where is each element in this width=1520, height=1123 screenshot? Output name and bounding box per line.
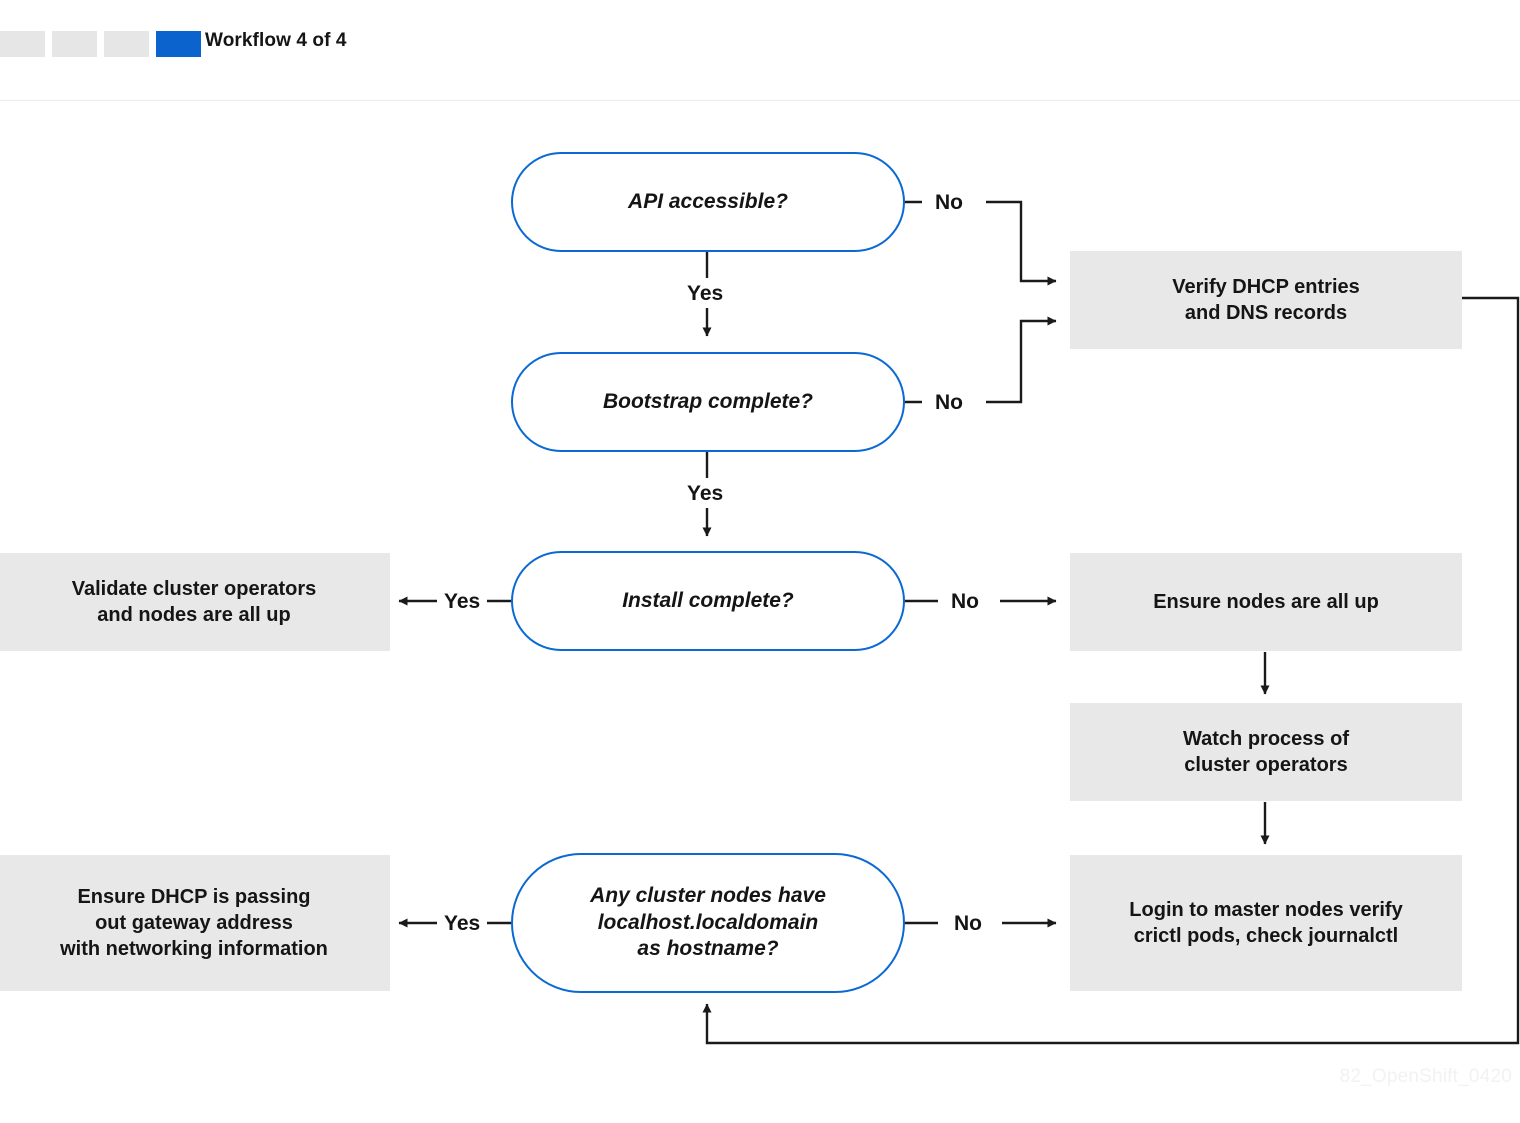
process-validate-cluster-operators-label: Validate cluster operators and nodes are…	[54, 576, 335, 628]
decision-localhost-line-3: as hostname?	[637, 937, 779, 961]
edge-label-install-yes: Yes	[440, 591, 485, 612]
process-ensure-nodes-up[interactable]: Ensure nodes are all up	[1070, 553, 1462, 651]
edge-label-bootstrap-yes: Yes	[683, 483, 728, 504]
decision-api-accessible-label: API accessible?	[628, 189, 788, 213]
decision-localhost-hostname-label: Any cluster nodes have localhost.localdo…	[572, 883, 844, 964]
step-indicator-1	[0, 31, 45, 57]
process-verify-dhcp-dns-label: Verify DHCP entries and DNS records	[1154, 274, 1378, 326]
process-ensure-dhcp-gateway-label: Ensure DHCP is passing out gateway addre…	[42, 884, 346, 962]
process-login-line-1: Login to master nodes verify	[1129, 899, 1403, 921]
process-verify-dhcp-dns[interactable]: Verify DHCP entries and DNS records	[1070, 251, 1462, 349]
header-divider	[0, 100, 1520, 101]
process-validate-cluster-operators[interactable]: Validate cluster operators and nodes are…	[0, 553, 390, 651]
step-indicator-4	[156, 31, 201, 57]
process-ensure-dhcp-line-1: Ensure DHCP is passing	[77, 886, 311, 908]
process-watch-cluster-operators-label: Watch process of cluster operators	[1165, 726, 1367, 778]
decision-bootstrap-complete[interactable]: Bootstrap complete?	[511, 352, 905, 452]
process-watch-line-2: cluster operators	[1184, 754, 1348, 776]
step-indicator-3	[104, 31, 149, 57]
header: Workflow 4 of 4	[0, 0, 1520, 100]
process-ensure-dhcp-gateway[interactable]: Ensure DHCP is passing out gateway addre…	[0, 855, 390, 991]
edge-label-api-yes: Yes	[683, 283, 728, 304]
process-watch-line-1: Watch process of	[1183, 728, 1349, 750]
decision-install-complete[interactable]: Install complete?	[511, 551, 905, 651]
process-watch-cluster-operators[interactable]: Watch process of cluster operators	[1070, 703, 1462, 801]
process-ensure-nodes-up-label: Ensure nodes are all up	[1153, 591, 1379, 613]
process-ensure-dhcp-line-2: out gateway address	[95, 912, 293, 934]
decision-install-complete-label: Install complete?	[622, 588, 794, 612]
decision-localhost-line-2: localhost.localdomain	[597, 910, 819, 934]
decision-api-accessible[interactable]: API accessible?	[511, 152, 905, 252]
step-indicator-2	[52, 31, 97, 57]
process-login-master-nodes[interactable]: Login to master nodes verify crictl pods…	[1070, 855, 1462, 991]
process-login-line-2: crictl pods, check journalctl	[1133, 925, 1399, 947]
edge-bootstrap-no	[986, 316, 1057, 404]
edge-label-install-no: No	[947, 591, 983, 612]
process-validate-line-2: and nodes are all up	[97, 604, 291, 626]
edge-label-localhost-yes: Yes	[440, 913, 485, 934]
edge-label-localhost-no: No	[950, 913, 986, 934]
process-verify-dhcp-line-2: and DNS records	[1184, 302, 1348, 324]
page-title: Workflow 4 of 4	[205, 30, 347, 51]
decision-localhost-hostname[interactable]: Any cluster nodes have localhost.localdo…	[511, 853, 905, 993]
edge-api-no	[986, 200, 1057, 286]
process-ensure-dhcp-line-3: with networking information	[60, 938, 328, 960]
decision-bootstrap-complete-label: Bootstrap complete?	[602, 389, 814, 413]
process-login-master-nodes-label: Login to master nodes verify crictl pods…	[1111, 897, 1420, 949]
decision-localhost-line-1: Any cluster nodes have	[590, 883, 826, 907]
process-validate-line-1: Validate cluster operators	[71, 578, 317, 600]
watermark: 82_OpenShift_0420	[1339, 1066, 1512, 1087]
edge-label-api-no: No	[931, 192, 967, 213]
process-verify-dhcp-line-1: Verify DHCP entries	[1172, 276, 1360, 298]
edge-label-bootstrap-no: No	[931, 392, 967, 413]
